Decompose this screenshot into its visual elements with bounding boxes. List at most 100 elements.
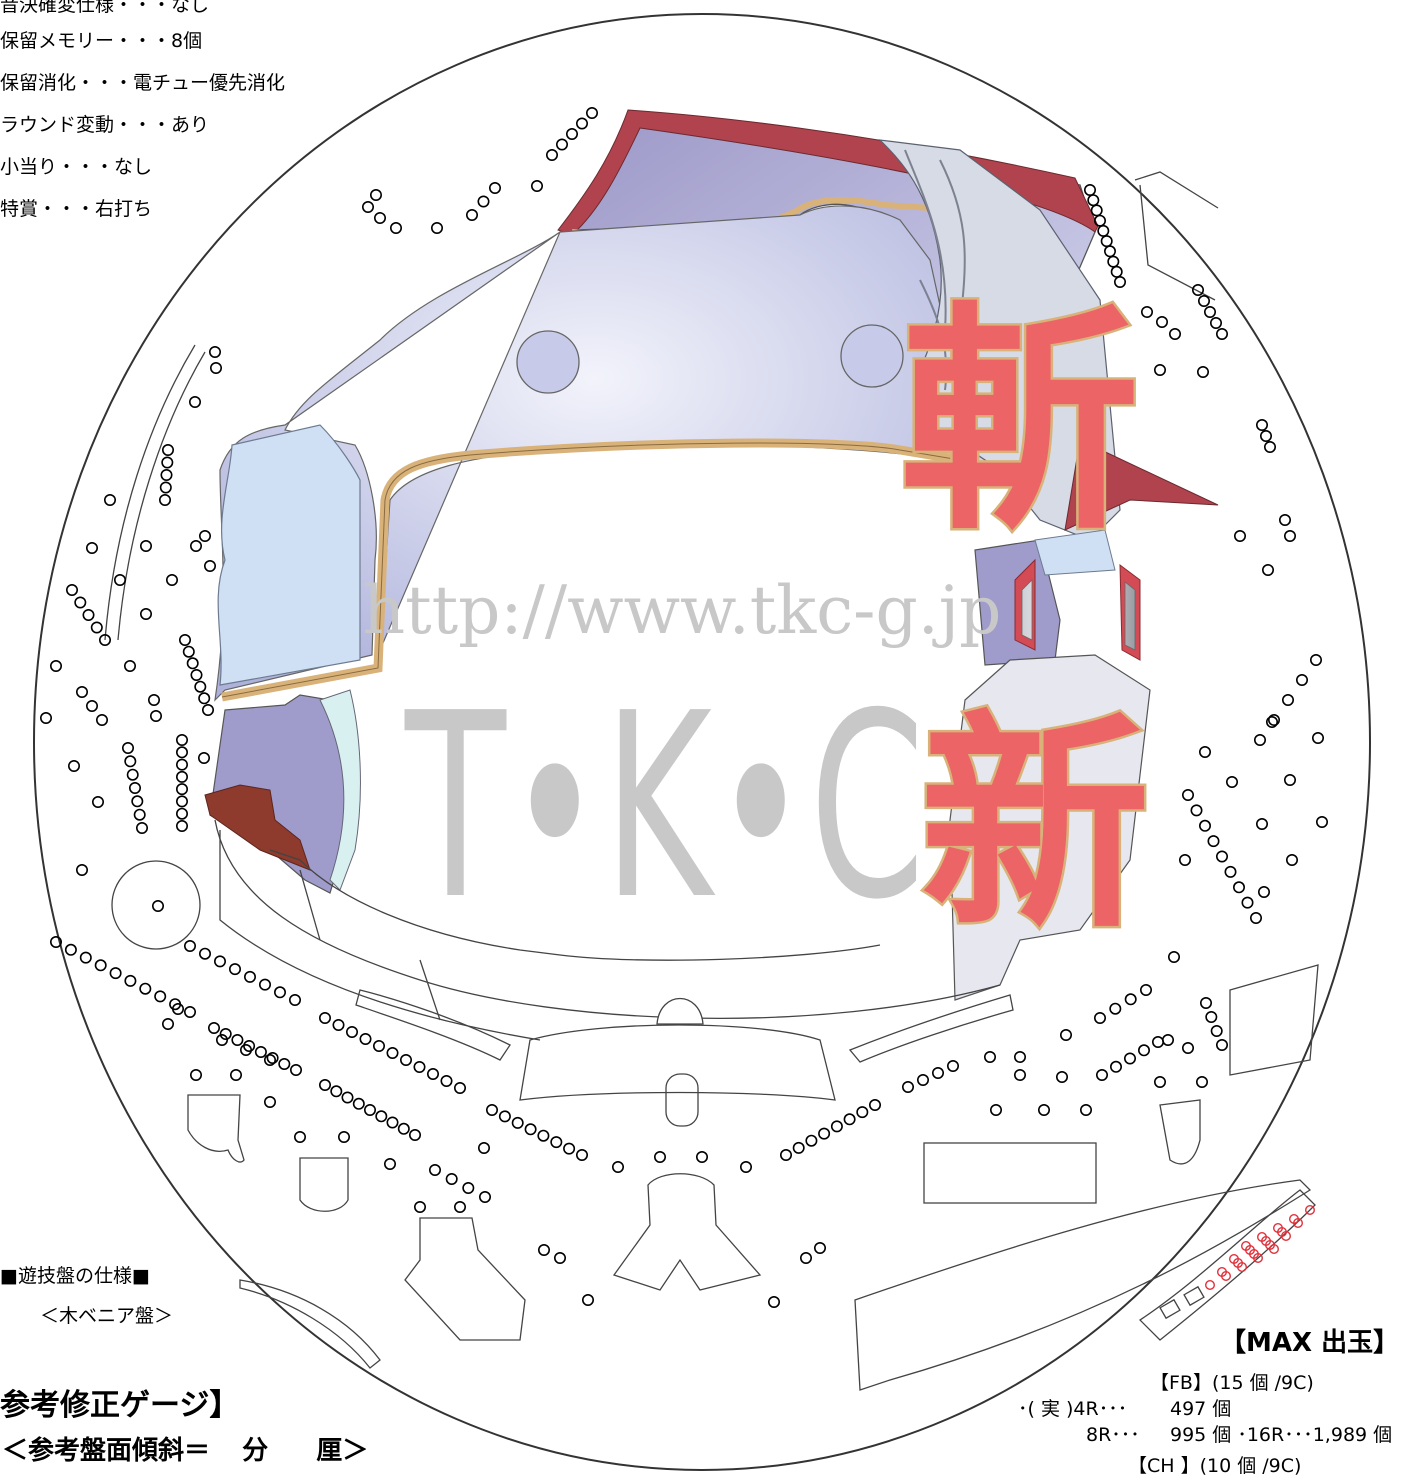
- nail-pin: [1199, 819, 1212, 832]
- right-lower-lane: [1138, 1189, 1316, 1341]
- nail-pin: [176, 758, 189, 771]
- watermark-url: http://www.tkc-g.jp: [363, 572, 1002, 649]
- nail-pin: [244, 970, 257, 983]
- nail-pin: [1234, 529, 1247, 542]
- nail-pin: [186, 657, 199, 670]
- nail-pin: [465, 209, 478, 222]
- nail-pin: [176, 770, 189, 783]
- nail-pin: [152, 899, 165, 912]
- nail-pin: [1100, 235, 1113, 248]
- lower-right-bracket: [848, 994, 1014, 1063]
- nail-pin: [695, 1151, 708, 1164]
- nail-pin: [176, 733, 189, 746]
- right-column-blue: [1034, 529, 1116, 576]
- nail-pin: [198, 751, 211, 764]
- nail-pin: [413, 1061, 426, 1074]
- nail-pin: [1154, 1076, 1167, 1089]
- nail-pin: [160, 468, 173, 481]
- nail-pin: [818, 1127, 831, 1140]
- nail-pin: [126, 768, 139, 781]
- stage-base: [214, 819, 1001, 1019]
- attacker-lamp: [1216, 1266, 1227, 1277]
- nail-pin: [176, 807, 189, 820]
- nail-pin: [563, 1142, 576, 1155]
- nail-pin: [485, 1104, 498, 1117]
- nail-pin: [278, 1058, 291, 1071]
- nail-pin: [611, 1161, 624, 1174]
- nail-pin: [161, 456, 174, 469]
- pocket-left-2: [299, 1157, 349, 1212]
- nail-pin: [1107, 255, 1120, 268]
- nail-pin: [162, 1017, 175, 1030]
- nail-pins: [39, 107, 1329, 1309]
- nail-pin: [581, 1294, 594, 1307]
- nail-pin: [74, 596, 87, 609]
- nail-pin: [154, 990, 167, 1003]
- nail-pin: [1241, 896, 1254, 909]
- nail-pin: [318, 1011, 331, 1024]
- attacker-lamp: [1256, 1231, 1267, 1242]
- nail-pin: [426, 1068, 439, 1081]
- nail-pin: [202, 703, 215, 716]
- nail-pin: [916, 1074, 929, 1087]
- nail-pin: [208, 1021, 221, 1034]
- nail-pin: [179, 633, 192, 646]
- nail-pin: [182, 645, 195, 658]
- nail-pin: [575, 1149, 588, 1162]
- spec-line-sound: 音決確変仕様・・・なし: [0, 0, 210, 16]
- nail-pin: [140, 607, 153, 620]
- max-payout-ch: 【CH 】(10 個 /9C): [1128, 1455, 1302, 1477]
- nail-pin: [139, 982, 152, 995]
- nail-pin: [288, 993, 301, 1006]
- right-lower-body: [949, 654, 1151, 1001]
- nail-pin: [136, 821, 149, 834]
- nail-pin: [263, 1096, 276, 1109]
- nail-pin: [792, 1141, 805, 1154]
- spec-line-round-change: ラウンド変動・・・あり: [0, 114, 210, 136]
- nail-pin: [399, 1054, 412, 1067]
- nail-pin: [359, 1033, 372, 1046]
- nail-pin: [653, 1151, 666, 1164]
- nail-pin: [176, 783, 189, 796]
- nail-pin: [445, 1173, 458, 1186]
- nail-pin: [1224, 865, 1237, 878]
- attacker-lamp: [1204, 1279, 1215, 1290]
- nail-pin: [1256, 418, 1269, 431]
- nail-pin: [430, 222, 443, 235]
- nail-pin: [209, 345, 222, 358]
- nail-pin: [1114, 275, 1127, 288]
- nail-pin: [114, 573, 127, 586]
- nail-pin: [1284, 529, 1297, 542]
- nail-pin: [96, 713, 109, 726]
- nail-pin: [739, 1161, 752, 1174]
- nail-pin: [477, 195, 490, 208]
- nail-pin: [104, 493, 117, 506]
- nail-pin: [1192, 283, 1205, 296]
- nail-pin: [1179, 853, 1192, 866]
- center-pocket-dome: [656, 998, 704, 1025]
- nail-pin: [176, 746, 189, 759]
- nail-pin: [162, 443, 175, 456]
- nail-pin: [1190, 804, 1203, 817]
- board-spec-type: ＜木ベニア盤＞: [40, 1305, 174, 1327]
- nail-pin: [453, 1201, 466, 1214]
- watermark-logo: T•K•C: [404, 659, 925, 956]
- right-guide: [1134, 171, 1219, 301]
- nail-pin: [375, 1110, 388, 1123]
- nail-pin: [1256, 817, 1269, 830]
- nail-pin: [133, 808, 146, 821]
- attacker-lamp: [1288, 1213, 1299, 1224]
- nail-pin: [1296, 673, 1309, 686]
- nail-pin: [1210, 316, 1223, 329]
- gauge-tilt: ＜参考盤面傾斜＝ 分 厘＞: [2, 1430, 368, 1467]
- nail-pin: [440, 1075, 453, 1088]
- nail-pin: [194, 680, 207, 693]
- nail-pin: [779, 1149, 792, 1162]
- nail-pin: [843, 1113, 856, 1126]
- nail-pin: [1162, 1034, 1175, 1047]
- nail-pin: [1169, 327, 1182, 340]
- attacker-red-lamps: [1204, 1204, 1315, 1290]
- nail-pin: [166, 573, 179, 586]
- left-lower-rail: [239, 1279, 381, 1369]
